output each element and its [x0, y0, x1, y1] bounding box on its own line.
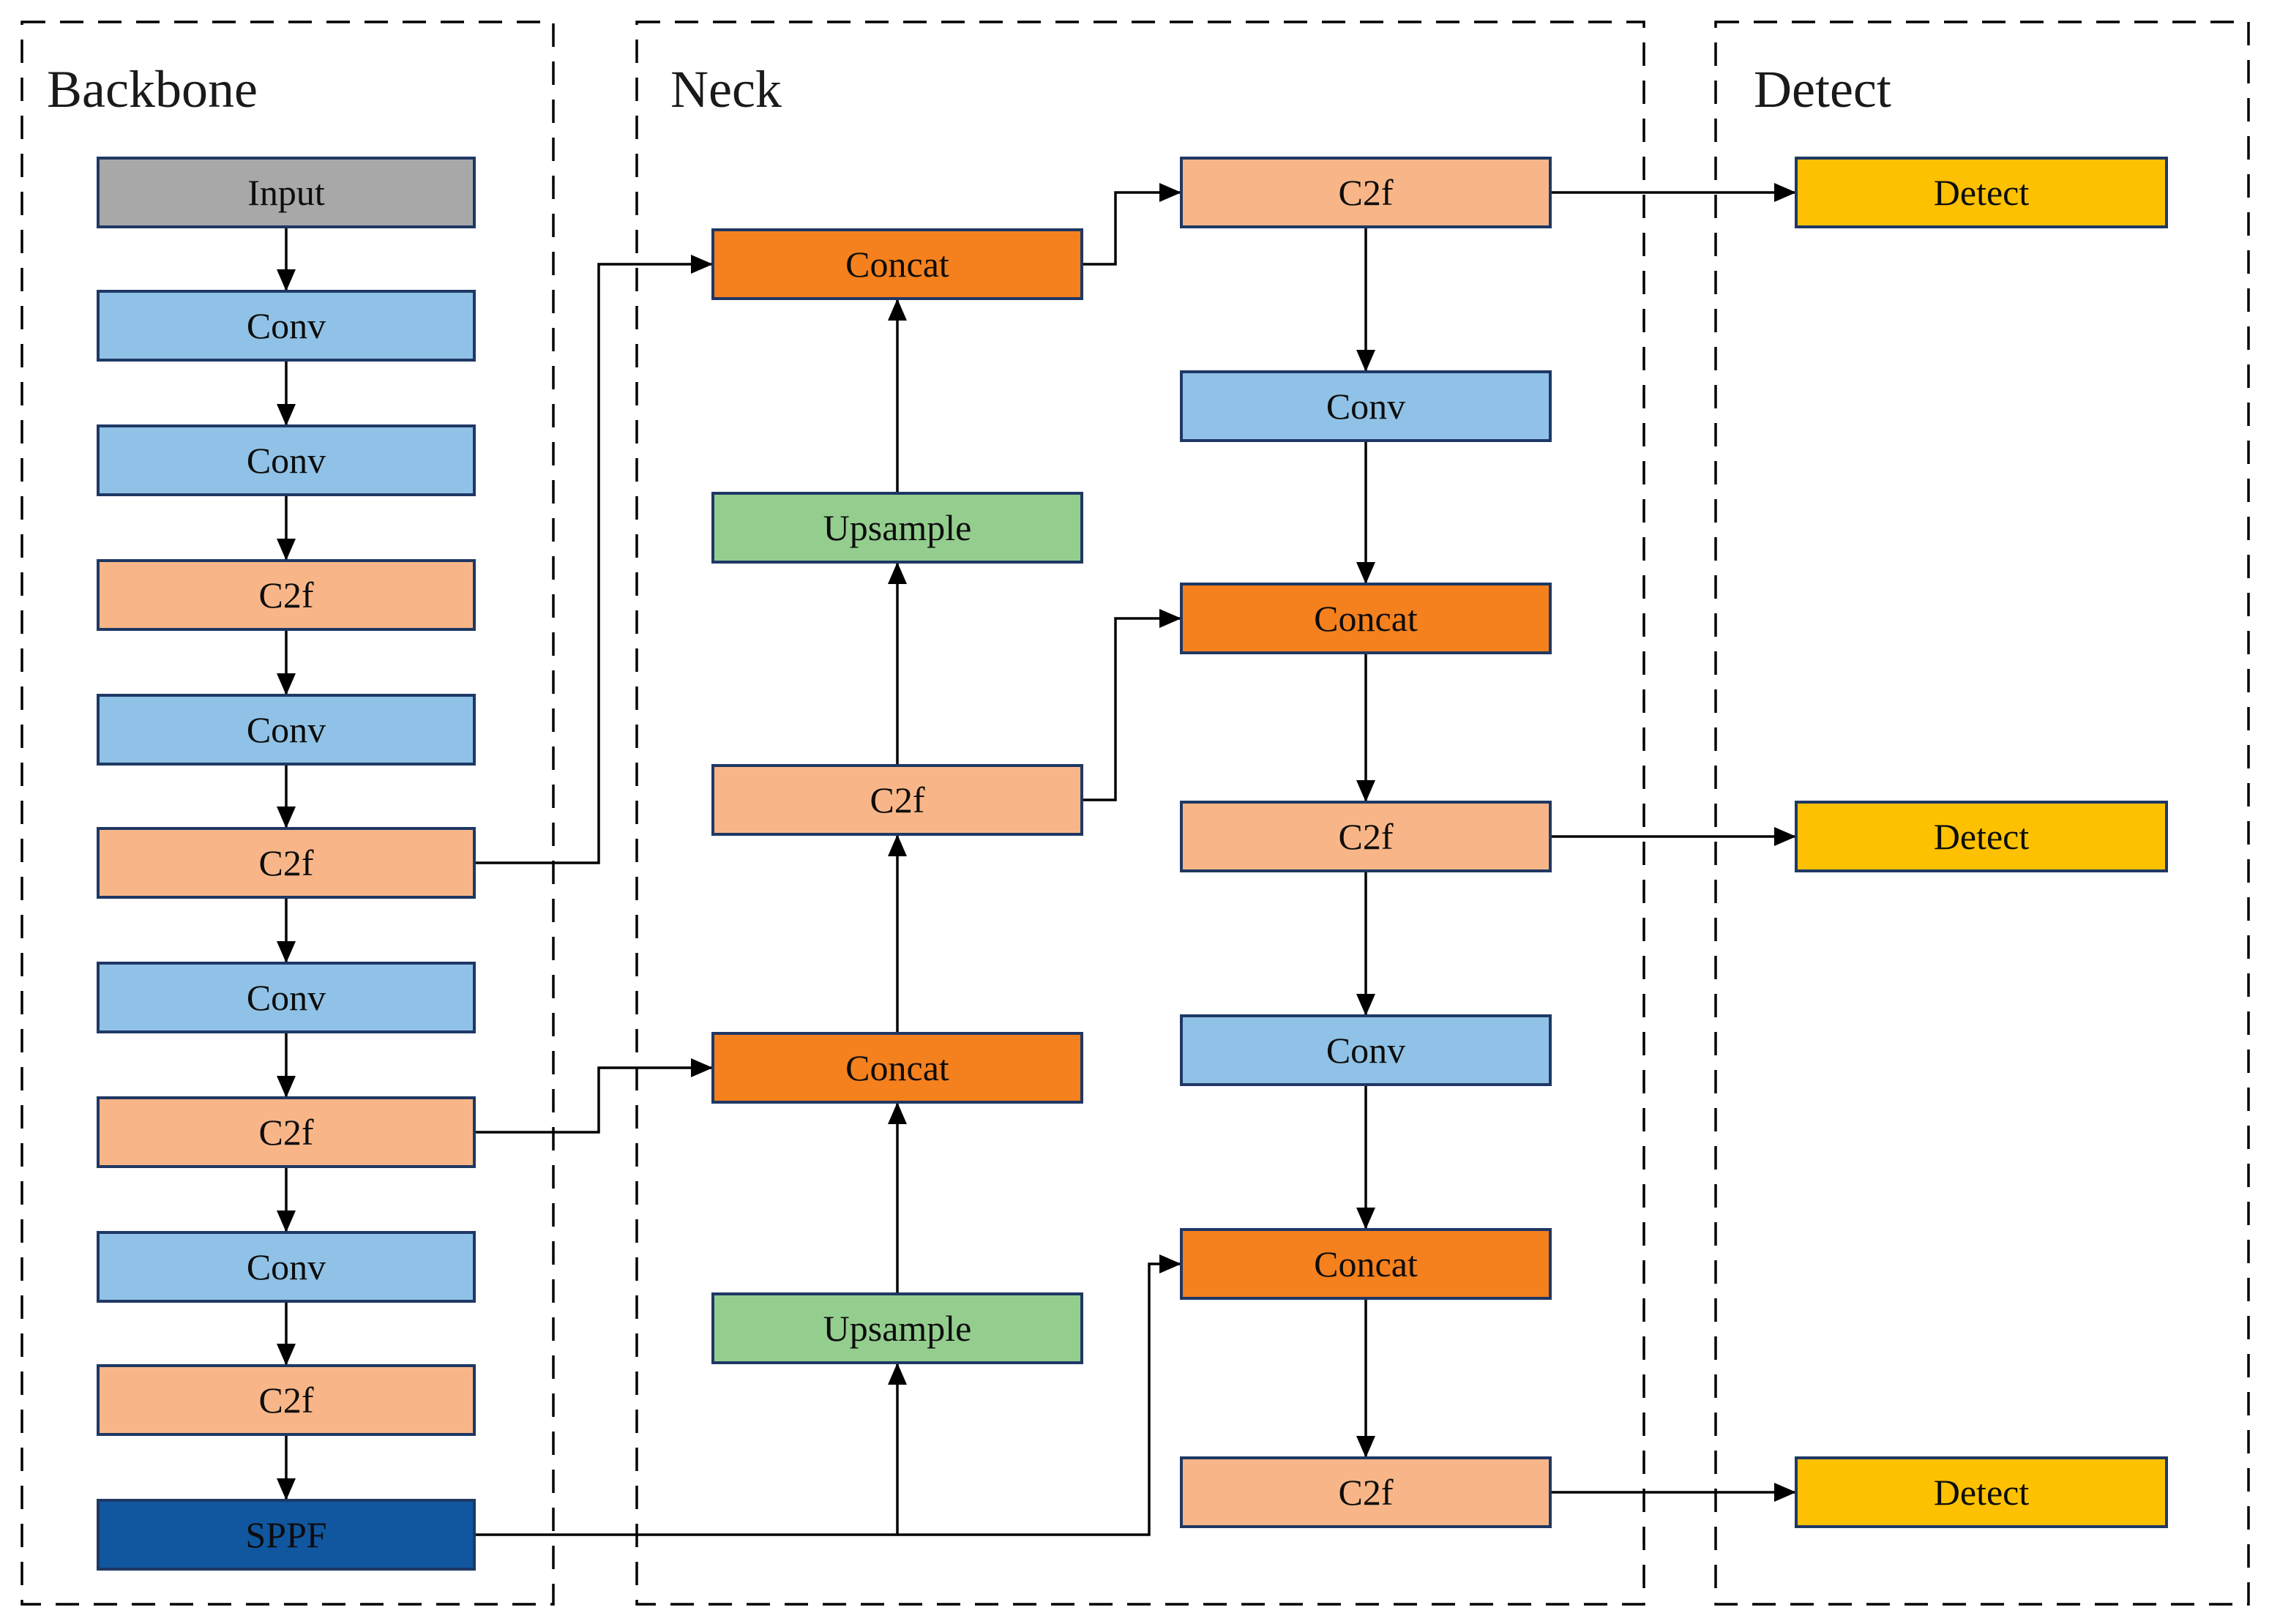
node-c2f1: C2f [97, 559, 476, 631]
node-c2f3: C2f [97, 1096, 476, 1168]
node-c2f_left: C2f [711, 764, 1083, 836]
node-conv_a: Conv [1180, 370, 1552, 442]
node-conv4: Conv [97, 962, 476, 1033]
backbone-panel-title: Backbone [47, 60, 258, 119]
node-c2f_c: C2f [1180, 1456, 1552, 1528]
node-concat2: Concat [711, 1032, 1083, 1104]
node-concat_b: Concat [1180, 1228, 1552, 1300]
node-detect2: Detect [1795, 801, 2168, 872]
node-conv1: Conv [97, 290, 476, 362]
node-concat_a: Concat [1180, 583, 1552, 654]
detect-panel-title: Detect [1754, 60, 1891, 119]
edge-c2f2-to-concat1 [476, 255, 713, 864]
neck-panel-title: Neck [670, 60, 782, 119]
edge-concat1-to-c2f_a [1083, 183, 1181, 266]
node-conv2: Conv [97, 424, 476, 496]
node-detect3: Detect [1795, 1456, 2168, 1528]
node-conv3: Conv [97, 694, 476, 766]
node-c2f_b: C2f [1180, 801, 1552, 872]
node-concat1: Concat [711, 228, 1083, 300]
node-input: Input [97, 157, 476, 228]
node-detect1: Detect [1795, 157, 2168, 228]
node-conv_b: Conv [1180, 1014, 1552, 1086]
node-sppf: SPPF [97, 1499, 476, 1571]
edge-c2f_left-to-concat_a [1083, 609, 1181, 801]
node-c2f2: C2f [97, 827, 476, 899]
node-c2f_a: C2f [1180, 157, 1552, 228]
node-upsample2: Upsample [711, 1292, 1083, 1364]
node-conv5: Conv [97, 1231, 476, 1303]
node-c2f4: C2f [97, 1364, 476, 1436]
edge-c2f3-to-concat2 [476, 1058, 713, 1134]
node-upsample1: Upsample [711, 492, 1083, 564]
